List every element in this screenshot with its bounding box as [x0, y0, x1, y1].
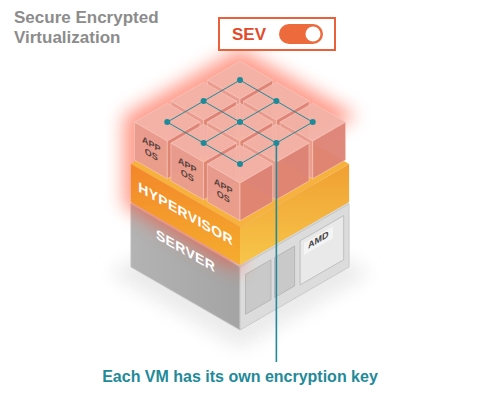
- network-dot: [164, 119, 170, 125]
- network-link: [167, 122, 203, 143]
- network-link: [276, 101, 312, 122]
- network-link: [167, 101, 203, 122]
- drive-bay: [246, 260, 272, 315]
- network-link: [240, 101, 276, 122]
- vm-cube-left: [135, 122, 168, 179]
- vm-cube-right: [313, 122, 346, 179]
- network-link: [240, 143, 276, 164]
- network-dot: [310, 119, 316, 125]
- network-link: [204, 143, 240, 164]
- toggle-knob: [306, 27, 321, 42]
- vm-cube-right: [276, 143, 309, 200]
- network-link: [240, 122, 276, 143]
- vm-cube-left: [207, 164, 240, 221]
- network-dot: [237, 119, 243, 125]
- sev-toggle-box: SEV: [218, 17, 336, 51]
- vm-cube-left: [171, 143, 204, 200]
- network-link: [204, 80, 240, 101]
- toggle-switch: [278, 23, 324, 45]
- network-dot: [201, 98, 207, 104]
- network-link: [204, 122, 240, 143]
- network-link: [240, 80, 276, 101]
- toggle-label: SEV: [232, 26, 266, 43]
- network-dot: [273, 98, 279, 104]
- network-link: [204, 101, 240, 122]
- diagram-title: Secure Encrypted Virtualization: [14, 8, 184, 49]
- network-dot: [201, 140, 207, 146]
- leader-line: [276, 143, 278, 362]
- network-dot: [237, 77, 243, 83]
- network-dot: [237, 161, 243, 167]
- callout-text: Each VM has its own encryption key: [0, 367, 480, 386]
- vm-cube-right: [240, 164, 273, 221]
- drive-bay: [275, 246, 295, 298]
- toggle-track: [279, 24, 323, 44]
- text-stack: SEV: [232, 26, 266, 43]
- network-link: [276, 122, 312, 143]
